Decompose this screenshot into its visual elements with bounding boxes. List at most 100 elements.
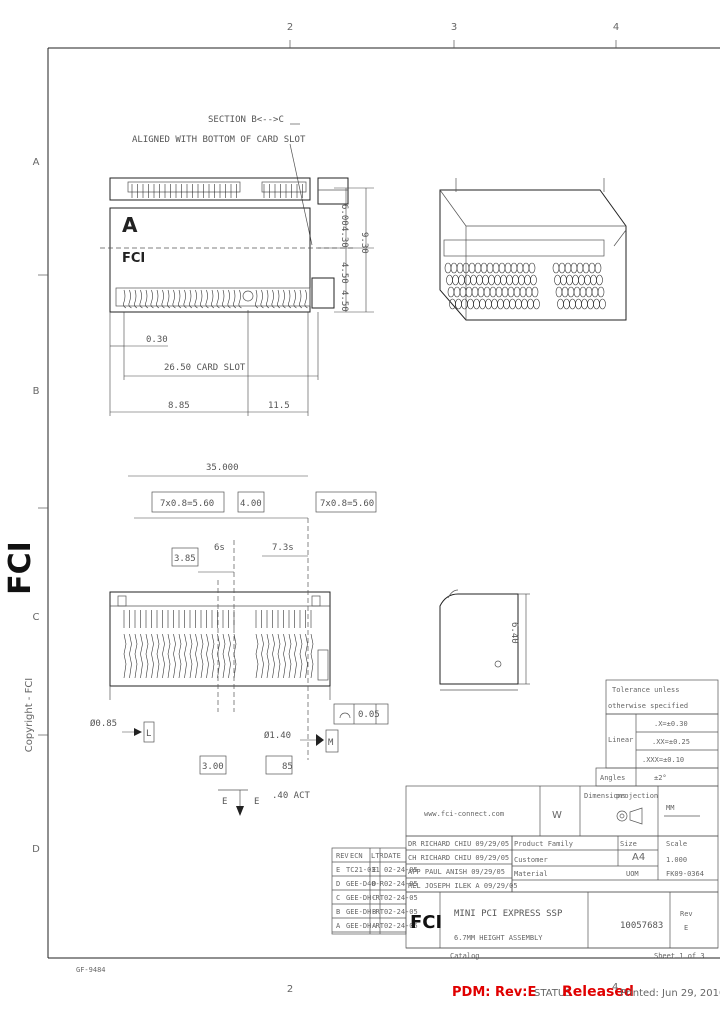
contact-pin — [173, 633, 176, 679]
contact-pin — [294, 633, 297, 679]
angles-label: Angles — [600, 774, 625, 782]
contact-coil — [527, 298, 534, 310]
contact-coil — [570, 262, 578, 274]
contact-coil — [446, 274, 453, 286]
units-label: Dimensions — [584, 792, 626, 800]
datum-m: M — [328, 738, 334, 748]
contact-coil — [575, 298, 582, 310]
dim-dia-0-85: Ø0.85 — [90, 718, 117, 729]
units-value: MM — [666, 804, 674, 812]
column-number-4: 4 — [613, 22, 619, 33]
contact-coil — [494, 274, 501, 286]
contact-pin — [261, 633, 264, 679]
front-pins — [123, 610, 314, 679]
dim-6s: 6s — [214, 543, 225, 553]
contact-coil — [596, 274, 603, 286]
contact-coil — [500, 274, 507, 286]
projection-symbol-icon — [616, 807, 643, 825]
revision-cell: GEE-DH-RT — [346, 894, 385, 902]
contact-coil — [504, 262, 512, 274]
contact-pin — [129, 633, 132, 679]
side-copyright: Copyright - FCI — [24, 678, 35, 753]
contact-pin — [277, 289, 281, 309]
revision-cell: C — [336, 894, 340, 902]
symbol-w: W — [552, 810, 562, 821]
contact-coil — [464, 274, 471, 286]
status-value: Released — [562, 984, 634, 1000]
title-fci-logo: FCI — [410, 912, 442, 933]
revision-cell: B — [372, 908, 376, 916]
dim-85: 85 — [282, 762, 293, 772]
contact-pin — [156, 289, 160, 309]
contact-pin — [184, 633, 187, 679]
side-brand: FCI Copyright - FCI — [3, 541, 38, 752]
datum-l: L — [146, 729, 151, 739]
contact-pin — [189, 633, 193, 679]
product-family-label: Product Family — [514, 840, 573, 848]
contact-coil — [576, 262, 584, 274]
row-letter-c: C — [33, 612, 40, 623]
contact-pin — [123, 633, 127, 679]
contact-coil — [552, 262, 560, 274]
contact-pin — [277, 633, 281, 679]
projection-label: projection — [616, 792, 658, 800]
contact-coil — [482, 274, 489, 286]
material-label: Material — [514, 870, 548, 878]
dim-4-30: 4.30 — [339, 226, 349, 248]
customer-label: Customer — [514, 856, 548, 864]
dim-4-50b: 4.50 — [339, 290, 349, 312]
contact-coil — [444, 262, 452, 274]
contact-coil — [564, 262, 572, 274]
drawn-by: DR RICHARD CHIU 09/29/05 — [408, 840, 509, 848]
contact-coil — [476, 274, 483, 286]
scale-value: 1.000 — [666, 856, 687, 864]
linear-3: .XXX=±0.10 — [642, 756, 684, 764]
contact-pin — [211, 289, 215, 309]
linear-1: .X=±0.30 — [654, 720, 688, 728]
contact-pin — [222, 633, 226, 679]
revision-cell: 02-24-05 — [384, 908, 418, 916]
contact-coil — [555, 286, 563, 298]
doc-number: 10057683 — [620, 921, 663, 931]
footer-column-2: 2 — [287, 984, 293, 995]
contact-pin — [194, 289, 198, 309]
contact-coil — [453, 286, 461, 298]
contact-pin — [282, 289, 286, 309]
top-pins-lower — [123, 289, 308, 309]
contact-coil — [572, 274, 579, 286]
dim-6-40: 6.40 — [509, 622, 519, 644]
contact-pin — [195, 633, 198, 679]
contact-coil — [479, 298, 486, 310]
contact-pin — [260, 289, 264, 309]
contact-coil — [594, 262, 602, 274]
tolerance-header-2: otherwise specified — [608, 702, 688, 710]
contact-pin — [178, 633, 182, 679]
scale-label: Scale — [666, 840, 687, 848]
isometric-view — [439, 178, 627, 321]
contact-coil — [480, 262, 488, 274]
contact-pin — [140, 633, 143, 679]
contact-pin — [238, 289, 242, 309]
contact-coil — [447, 286, 455, 298]
marking-letter: A — [122, 213, 138, 237]
revision-cell: GEE-DH-RT — [346, 908, 385, 916]
contact-coil — [561, 286, 569, 298]
dim-card-slot: 26.50 CARD SLOT — [164, 363, 246, 373]
revision-cell: 02-24-05 — [384, 880, 418, 888]
contact-coil — [506, 274, 513, 286]
contact-coil — [519, 286, 527, 298]
revision-cell: 02-24-05 — [384, 866, 418, 874]
footer: GF-9484 2 PDM: Rev:E STATUS Released 4 P… — [76, 966, 720, 1000]
contact-coil — [569, 298, 576, 310]
pdm-label: PDM: Rev:E — [452, 985, 536, 1000]
column-number-3: 3 — [451, 22, 457, 33]
contact-coil — [597, 286, 605, 298]
contact-pin — [150, 289, 154, 309]
marking-brand: FCI — [122, 251, 145, 266]
rev-header-rev: REV — [336, 852, 349, 860]
contact-coil — [573, 286, 581, 298]
contact-pin — [200, 633, 204, 679]
side-fci-logo: FCI — [3, 541, 38, 595]
